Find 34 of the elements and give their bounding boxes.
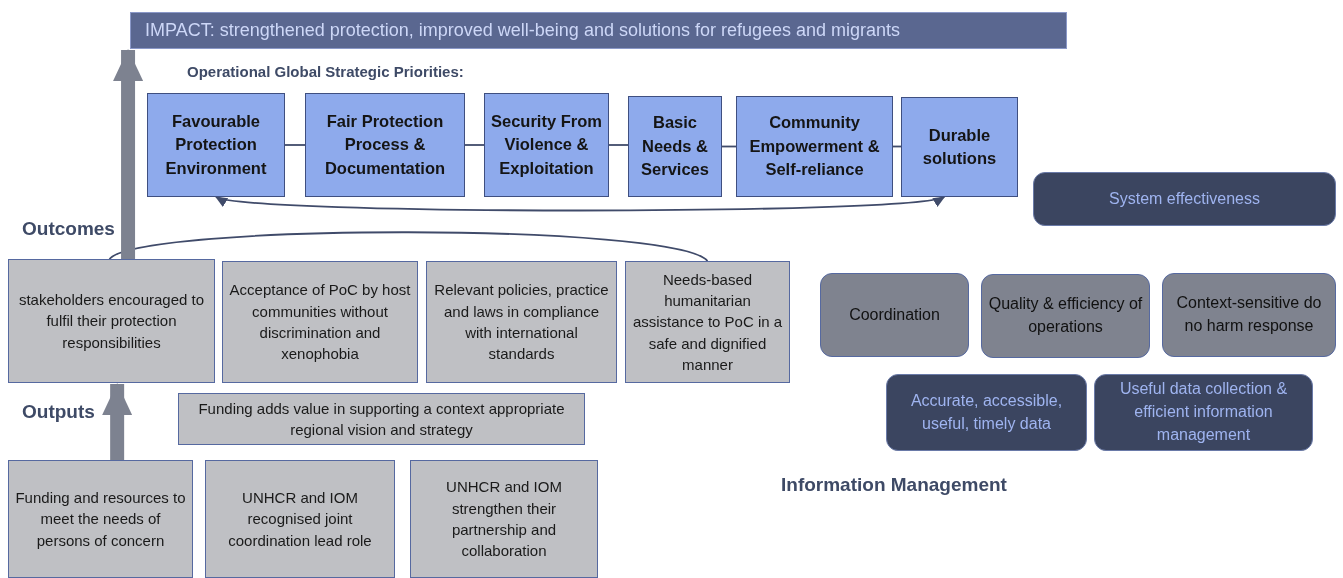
- effectiveness-box: Coordination: [820, 273, 969, 357]
- arrow: [113, 49, 144, 259]
- impact-banner: IMPACT: strengthened protection, improved well-being and solutions for refugees and migrants: [130, 12, 1067, 49]
- connector-line: [892, 145, 902, 148]
- section-heading: Information Management: [781, 474, 1007, 496]
- connector-line: [464, 144, 485, 146]
- connector-line: [108, 231, 709, 262]
- effectiveness-box: Context-sensitive do no harm response: [1162, 273, 1336, 357]
- connector-line: [284, 144, 306, 146]
- effectiveness-box: Useful data collection & efficient information management: [1094, 374, 1313, 451]
- result-box: Acceptance of PoC by host communities without discrimination and xenophobia: [222, 261, 418, 383]
- section-heading: Outputs: [22, 401, 95, 423]
- result-box: stakeholders encouraged to fulfil their protection responsibilities: [8, 259, 215, 383]
- result-box: UNHCR and IOM recognised joint coordination lead role: [205, 460, 395, 578]
- result-box: Relevant policies, practice and laws in compliance with international standards: [426, 261, 617, 383]
- priority-box: Community Empowerment & Self-reliance: [736, 96, 893, 197]
- connector-line: [608, 144, 629, 146]
- connector-line: [721, 145, 737, 148]
- result-box: Funding adds value in supporting a context appropriate regional vision and strategy: [178, 393, 585, 445]
- section-heading: Operational Global Strategic Priorities:: [187, 63, 464, 80]
- priority-box: Durable solutions: [901, 97, 1018, 197]
- priority-box: Basic Needs & Services: [628, 96, 722, 197]
- priority-box: Security From Violence & Exploitation: [484, 93, 609, 197]
- effectiveness-box: Quality & efficiency of operations: [981, 274, 1150, 358]
- result-box: Needs-based humanitarian assistance to PoC in a safe and dignified manner: [625, 261, 790, 383]
- result-box: Funding and resources to meet the needs of persons of concern: [8, 460, 193, 578]
- section-heading: Outcomes: [22, 218, 115, 240]
- result-box: UNHCR and IOM strengthen their partnership and collaboration: [410, 460, 598, 578]
- priority-box: Fair Protection Process & Documentation: [305, 93, 465, 197]
- double-arrow: [215, 194, 946, 212]
- priority-box: Favourable Protection Environment: [147, 93, 285, 197]
- effectiveness-box: System effectiveness: [1033, 172, 1336, 226]
- effectiveness-box: Accurate, accessible, useful, timely data: [886, 374, 1087, 451]
- arrow: [102, 383, 133, 460]
